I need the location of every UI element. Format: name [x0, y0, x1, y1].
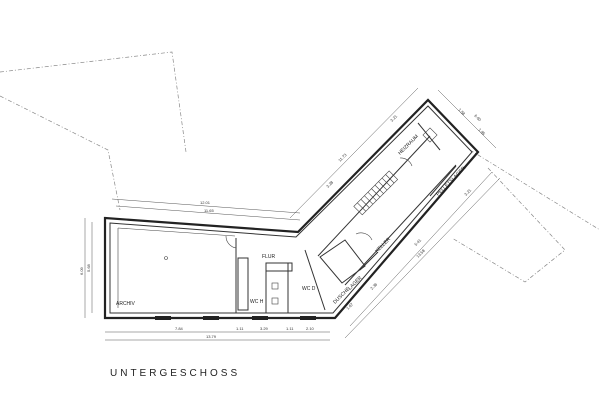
inner-wall: [109, 105, 473, 314]
dim-left-inner: 5.68: [86, 263, 91, 272]
dim-line-wing-bottom: [349, 171, 493, 327]
dim-wing-bottom-3: 2.36: [369, 281, 379, 291]
wc-h-partition: [237, 257, 249, 311]
floor-title: UNTERGESCHOSS: [110, 368, 241, 379]
dim-wing-bottom-2: 3.21: [463, 187, 473, 197]
dim-bottom-3: 3.29: [260, 326, 269, 331]
door-swing-keller: [355, 232, 373, 241]
dim-wing-top-outer: 11.73: [337, 152, 348, 163]
toilet-symbol: [271, 282, 279, 290]
room-label-keller: KELLER: [374, 236, 392, 254]
dim-line-wing-top: [289, 87, 419, 219]
dim-top-outer: 12.01: [200, 200, 211, 205]
dim-bottom-2: 1.11: [236, 326, 244, 331]
wing-room-wall: [344, 164, 457, 286]
window: [252, 316, 268, 320]
dim-left-outer: 6.09: [79, 266, 84, 275]
archiv-ceiling-line: [117, 227, 236, 237]
dim-wing-bottom-total: 13.58: [415, 248, 426, 259]
dim-wing-top-1: 3.28: [325, 179, 335, 189]
window: [203, 316, 219, 320]
dim-wing-end-2: 1.85: [477, 127, 487, 137]
dim-wing-bottom-1: 5.41: [413, 237, 423, 247]
keller-door-wall: [359, 251, 379, 271]
room-label-wc-h: WC H: [250, 299, 264, 305]
dim-line-wing-bottom-total: [344, 177, 501, 339]
pellets-wall: [429, 165, 457, 197]
dim-bottom-1: 7.84: [175, 326, 184, 331]
dim-line-top-outer: [111, 198, 301, 214]
door-swing-archiv: [225, 235, 237, 249]
lager-box: [319, 239, 366, 284]
dim-line-wing-end: [437, 89, 497, 149]
dim-line-top-inner: [115, 205, 301, 221]
dim-bottom-5: 2.10: [306, 326, 315, 331]
wing-corridor-wall: [317, 135, 431, 257]
dim-bottom-4: 1.11: [286, 326, 294, 331]
dim-wing-end-outer: 6.60: [473, 113, 483, 123]
dim-bottom-total: 13.79: [206, 334, 217, 339]
window: [300, 316, 316, 320]
staircase: [353, 170, 399, 216]
site-boundary-right-2: [469, 149, 601, 231]
room-label-archiv: ARCHIV: [116, 301, 136, 307]
room-label-flur: FLUR: [262, 254, 275, 260]
dim-wing-bottom-4: 1.67: [345, 301, 355, 311]
site-boundary-left-lower: [0, 95, 121, 211]
door-swing-heizraum: [399, 157, 413, 167]
boiler-symbol: [422, 127, 438, 143]
window: [155, 316, 171, 320]
dim-wing-top-2: 3.21: [389, 113, 399, 123]
flur-slant-wall: [304, 249, 326, 311]
room-label-heizraum: HEIZRAUM: [397, 134, 420, 157]
floor-drain-symbol: [164, 256, 168, 260]
outer-wall: [103, 98, 480, 320]
site-boundary-right: [451, 167, 566, 283]
site-boundary-left: [0, 51, 187, 153]
heizraum-wall: [417, 122, 441, 151]
room-label-wc-d: WC D: [302, 286, 316, 292]
dim-wing-end-1: 1.58: [457, 107, 467, 117]
toilet-symbol-2: [271, 297, 279, 305]
dim-top-inner: 11.65: [204, 208, 214, 213]
